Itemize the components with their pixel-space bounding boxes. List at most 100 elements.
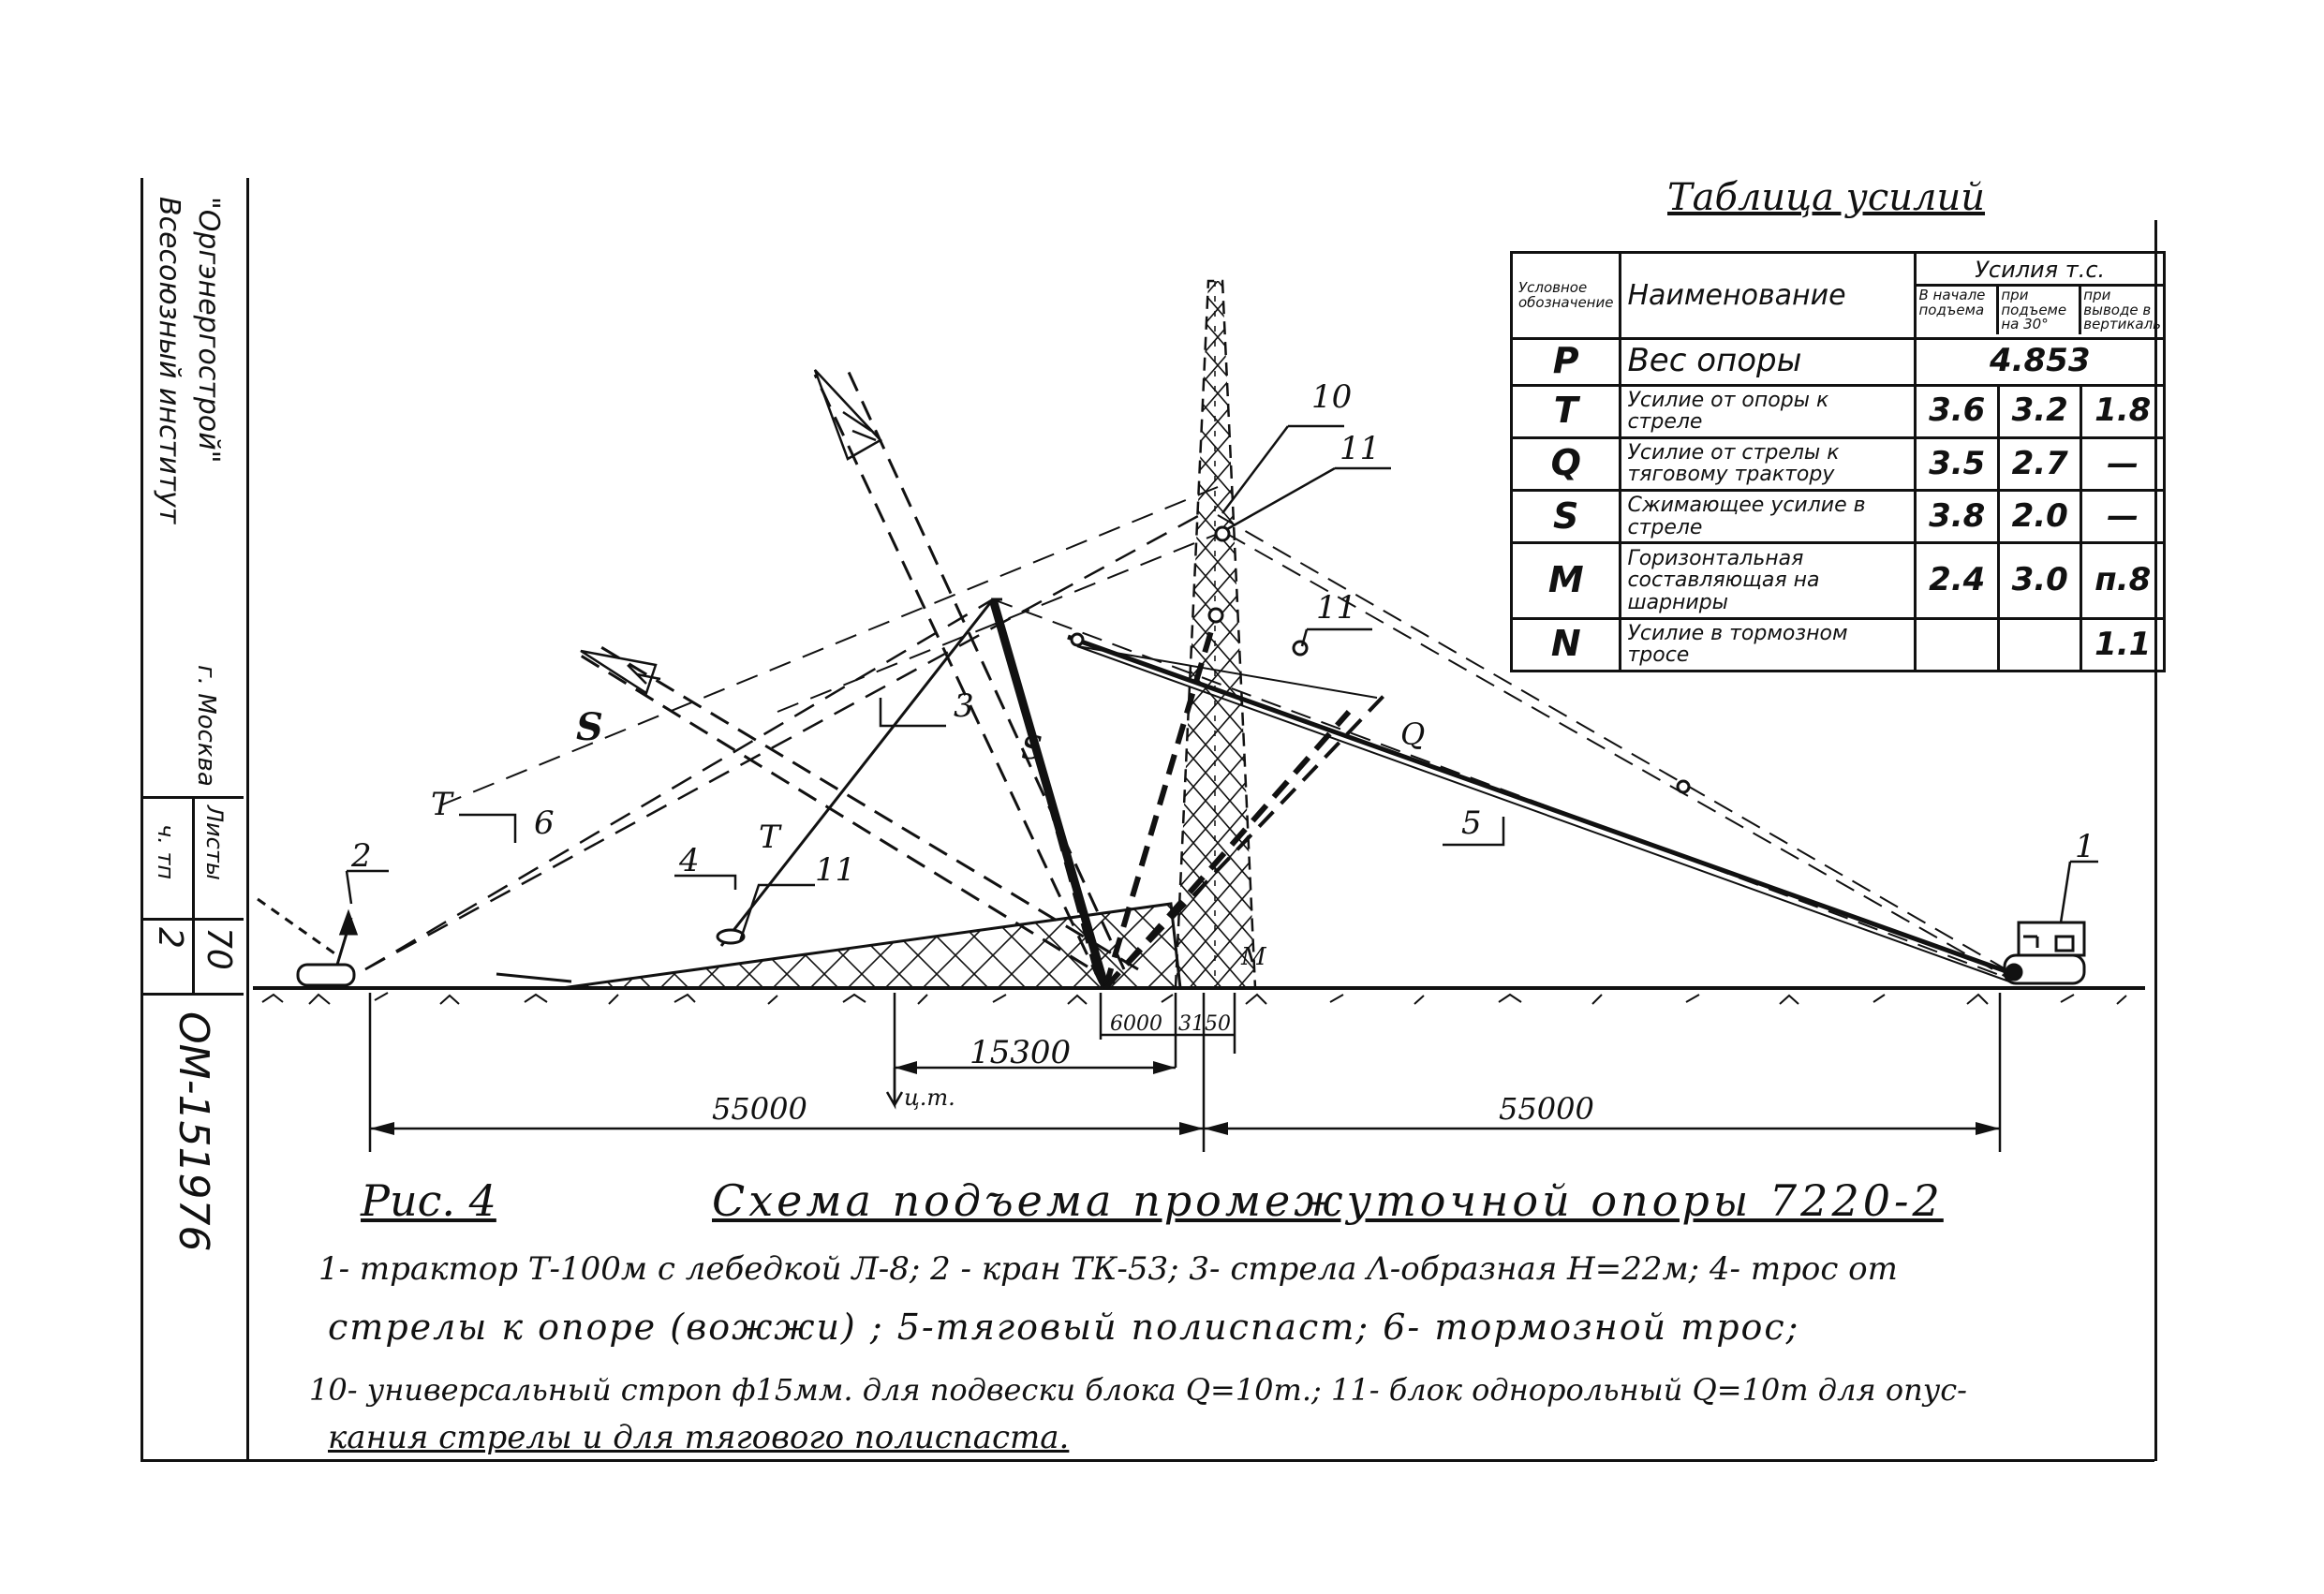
row-value-1: 2.4	[1914, 541, 2000, 620]
row-symbol: S	[1509, 488, 1622, 545]
table-head-forces-title: Усилия т.с.	[1917, 257, 2163, 287]
dim-15300: 15300	[970, 1034, 1071, 1071]
stamp-institute-line2: "Оргэнергострой"	[192, 197, 225, 464]
stamp-sheet-label: Листы	[201, 805, 228, 880]
row-name: Усилие в тормозном тросе	[1619, 616, 1917, 673]
support-tip-upper	[813, 369, 882, 461]
table-head-forces: Усилия т.с. В начале подъема при подъеме…	[1914, 251, 2166, 340]
title-stamp: Всесоюзный институт "Оргэнергострой" г. …	[141, 178, 249, 1461]
stamp-divider-2	[141, 918, 244, 921]
row-value-2: 3.0	[1996, 541, 2083, 620]
caption-line-2: стрелы к опоре (вожжи) ; 5-тяговый полис…	[328, 1306, 1800, 1348]
caption-line-3: 10- универсальный строп ф15мм. для подве…	[309, 1372, 1967, 1408]
caption-line-1: 1- трактор Т-100м с лебедкой Л-8; 2 - кр…	[318, 1250, 1898, 1288]
row-value-2	[1996, 616, 2083, 673]
bottom-frame-line	[141, 1459, 2154, 1462]
table-row: T Усилие от опоры к стреле 3.6 3.2 1.8	[1509, 383, 2166, 439]
row-value-1: 3.6	[1914, 383, 2000, 439]
intermediate-positions	[580, 369, 1139, 985]
label-sling: 10	[1311, 378, 1352, 416]
label-block-low: 11	[815, 851, 855, 889]
row-value-2: 3.2	[1996, 383, 2083, 439]
row-value-3: —	[2080, 488, 2166, 545]
right-frame-line	[2154, 220, 2157, 1461]
row-name: Усилие от опоры к стреле	[1619, 383, 1917, 439]
label-force-t: T	[759, 819, 782, 856]
table-row: P Вес опоры 4.853	[1509, 337, 2166, 387]
traction-tackle	[992, 514, 2015, 982]
stamp-divider-v	[192, 796, 195, 993]
label-block-top: 11	[1340, 430, 1380, 467]
figure-title: Схема подъема промежуточной опоры 7220-2	[712, 1175, 1944, 1226]
row-value-1: 3.8	[1914, 488, 2000, 545]
label-boom: 3	[954, 687, 974, 725]
row-symbol: N	[1509, 616, 1622, 673]
row-value-1	[1914, 616, 2000, 673]
support-tip-lower	[580, 649, 661, 695]
label-tractor: 1	[2075, 828, 2095, 865]
row-symbol: T	[1509, 383, 1622, 439]
table-row: N Усилие в тормозном тросе 1.1	[1509, 616, 2166, 673]
label-crane: 2	[350, 837, 372, 875]
center-of-gravity-label: ц.т.	[904, 1085, 955, 1111]
row-value-2: 2.0	[1996, 488, 2083, 545]
dim-3150: 3150	[1178, 1012, 1231, 1036]
label-force-s-left: S	[576, 705, 603, 749]
stamp-institute-line1: Всесоюзный институт	[153, 197, 185, 524]
table-head-symbol: Условное обозначение	[1509, 251, 1622, 340]
dim-55000-right: 55000	[1499, 1091, 1594, 1127]
row-symbol: Q	[1509, 435, 1622, 492]
figure-number: Рис. 4	[361, 1175, 496, 1226]
boom	[988, 598, 1388, 990]
label-force-m: M	[1240, 943, 1267, 971]
row-value-3: —	[2080, 435, 2166, 492]
row-value-3: п.8	[2080, 541, 2166, 620]
ropes	[364, 486, 1219, 971]
row-name: Усилие от стрелы к тяговому трактору	[1619, 435, 1917, 492]
row-value-3: 1.1	[2080, 616, 2166, 673]
table-head-col1: В начале подъема	[1917, 286, 2000, 335]
label-force-q: Q	[1400, 716, 1425, 752]
table-head-name: Наименование	[1619, 251, 1917, 340]
stamp-divider-3	[141, 993, 244, 996]
table-title: Таблица усилий	[1667, 176, 1986, 219]
force-table: Условное обозначение Наименование Усилия…	[1509, 251, 2166, 673]
caption-line-4: кания стрелы и для тягового полиспаста.	[328, 1419, 1070, 1456]
row-name: Вес опоры	[1619, 337, 1917, 387]
crane-icon	[257, 897, 359, 987]
row-symbol: P	[1509, 337, 1622, 387]
row-name: Горизонтальная составляющая на шарниры	[1619, 541, 1917, 620]
label-leaders	[345, 424, 2098, 942]
label-brake-rope: 6	[534, 804, 555, 842]
tractor-icon	[2003, 921, 2086, 985]
stamp-doc-code: ОМ-151976	[170, 1011, 217, 1252]
row-value-2: 2.7	[1996, 435, 2083, 492]
dim-55000-left: 55000	[712, 1091, 807, 1127]
dim-6000: 6000	[1110, 1012, 1162, 1036]
table-row: Q Усилие от стрелы к тяговому трактору 3…	[1509, 435, 2166, 492]
lying-support	[496, 902, 1182, 990]
label-rope: 4	[678, 842, 700, 879]
block-icons	[716, 525, 1691, 945]
row-value-3: 1.8	[2080, 383, 2166, 439]
row-value: 4.853	[1914, 337, 2166, 387]
label-block-mid: 11	[1316, 589, 1356, 627]
table-head-col3: при выводе в вертикаль	[2083, 286, 2162, 333]
row-name: Сжимающее усилие в стреле	[1619, 488, 1917, 545]
table-row: S Сжимающее усилие в стреле 3.8 2.0 —	[1509, 488, 2166, 545]
row-value-1: 3.5	[1914, 435, 2000, 492]
stamp-sheet-no: 70	[200, 927, 238, 970]
table-head-col2: при подъеме на 30°	[1999, 286, 2082, 335]
label-force-t-left: T	[431, 786, 454, 823]
table-row: M Горизонтальная составляющая на шарниры…	[1509, 541, 2166, 620]
label-force-s: S	[1021, 730, 1043, 767]
stamp-city: г. Москва	[192, 665, 220, 787]
ground-line	[253, 986, 2145, 1005]
row-symbol: M	[1509, 541, 1622, 620]
dimension-arrows	[370, 1061, 2000, 1135]
standing-tower	[1174, 279, 1257, 990]
stamp-sheet-ch-label: ч. тп	[153, 824, 179, 880]
label-tackle: 5	[1461, 804, 1482, 842]
stamp-sheet-ch: 2	[151, 927, 189, 949]
